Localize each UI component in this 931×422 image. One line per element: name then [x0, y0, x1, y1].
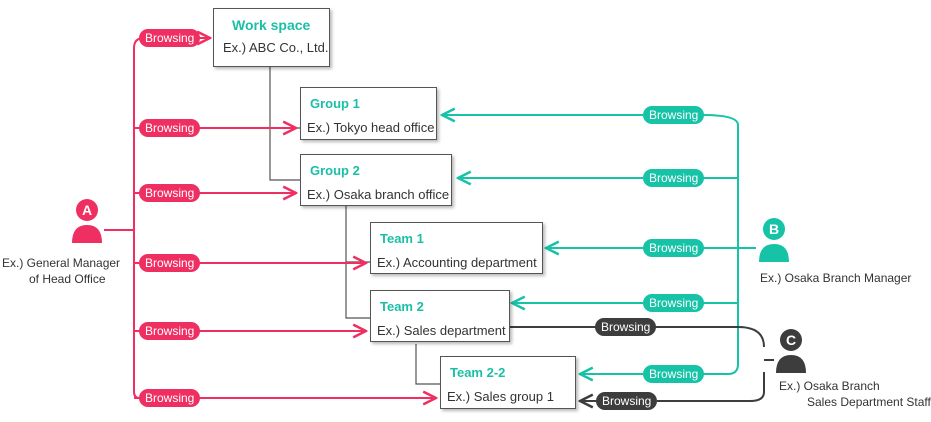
browsing-pill: Browsing — [643, 365, 705, 383]
group2-title: Group 2 — [310, 163, 360, 178]
person-c-letter: C — [786, 332, 796, 348]
teal-lines — [442, 115, 756, 374]
browsing-pill: Browsing — [643, 239, 705, 257]
person-c-label-line2: Sales Department Staff — [807, 395, 931, 409]
browsing-pill: Browsing — [139, 119, 201, 137]
dark-lines — [510, 326, 774, 401]
browsing-pill: Browsing — [139, 29, 201, 47]
browsing-pill: Browsing — [139, 322, 201, 340]
group1-example: Ex.) Tokyo head office — [307, 120, 435, 135]
workspace-box: Work space Ex.) ABC Co., Ltd. — [213, 8, 330, 67]
person-a-icon: A — [72, 199, 102, 243]
team2-box: Team 2 Ex.) Sales department — [370, 290, 510, 342]
browsing-pill: Browsing — [643, 294, 705, 312]
person-b-label: Ex.) Osaka Branch Manager — [760, 271, 912, 285]
browsing-pill: Browsing — [139, 184, 201, 202]
team22-example: Ex.) Sales group 1 — [447, 389, 554, 404]
group2-box: Group 2 Ex.) Osaka branch office — [300, 154, 452, 206]
team22-box: Team 2-2 Ex.) Sales group 1 — [440, 356, 576, 409]
person-b-letter: B — [769, 221, 779, 237]
team1-box: Team 1 Ex.) Accounting department — [370, 222, 543, 274]
group1-title: Group 1 — [310, 96, 360, 111]
group2-example: Ex.) Osaka branch office — [307, 187, 450, 202]
team1-example: Ex.) Accounting department — [377, 255, 537, 270]
workspace-title: Work space — [232, 17, 311, 33]
browsing-pill: Browsing — [595, 318, 657, 336]
person-a-label-line2: of Head Office — [29, 272, 106, 286]
person-c-label-line1: Ex.) Osaka Branch — [779, 379, 880, 393]
person-a-label-line1: Ex.) General Manager — [2, 256, 121, 270]
browsing-pill: Browsing — [139, 389, 201, 407]
person-a-letter: A — [82, 202, 92, 218]
team22-title: Team 2-2 — [450, 365, 506, 380]
browsing-pill: Browsing — [643, 106, 705, 124]
browsing-pill: Browsing — [643, 169, 705, 187]
team2-title: Team 2 — [380, 299, 424, 314]
browsing-pill: Browsing — [596, 392, 658, 410]
browsing-pill: Browsing — [139, 254, 201, 272]
person-c-icon: C — [776, 329, 806, 373]
person-b-icon: B — [759, 218, 789, 262]
team2-example: Ex.) Sales department — [377, 323, 506, 338]
workspace-example: Ex.) ABC Co., Ltd. — [223, 40, 329, 55]
team1-title: Team 1 — [380, 231, 424, 246]
group1-box: Group 1 Ex.) Tokyo head office — [300, 87, 437, 140]
